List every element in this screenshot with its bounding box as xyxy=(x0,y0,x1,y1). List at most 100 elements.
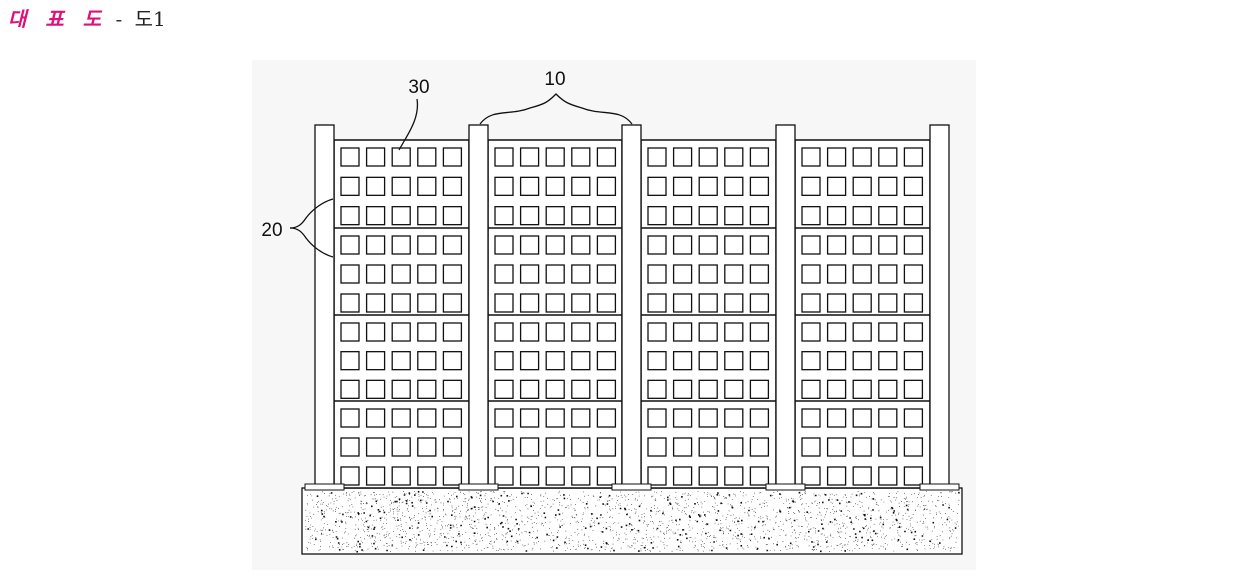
foundation-slab xyxy=(302,488,962,554)
block-opening xyxy=(572,265,590,283)
block-opening xyxy=(879,265,897,283)
block-opening xyxy=(597,380,615,398)
block-opening xyxy=(725,148,743,166)
block-opening xyxy=(802,352,820,370)
block-opening xyxy=(521,323,539,341)
fence-post xyxy=(622,125,641,488)
block-opening xyxy=(418,148,436,166)
block-opening xyxy=(418,265,436,283)
block-opening xyxy=(392,207,410,225)
block-opening xyxy=(392,438,410,456)
block-opening xyxy=(674,294,692,312)
block-opening xyxy=(521,467,539,485)
block-opening xyxy=(699,265,717,283)
block-opening xyxy=(879,380,897,398)
block-opening xyxy=(546,236,564,254)
block-opening xyxy=(418,207,436,225)
block-opening xyxy=(418,438,436,456)
block-opening xyxy=(341,352,359,370)
block-opening xyxy=(750,409,768,427)
block-opening xyxy=(674,323,692,341)
block-opening xyxy=(904,467,922,485)
block-opening xyxy=(546,177,564,195)
block-opening xyxy=(341,265,359,283)
block-opening xyxy=(418,236,436,254)
block-opening xyxy=(674,177,692,195)
block-opening xyxy=(828,380,846,398)
block-opening xyxy=(853,438,871,456)
block-opening xyxy=(648,352,666,370)
block-opening xyxy=(802,409,820,427)
block-opening xyxy=(853,148,871,166)
block-opening xyxy=(648,409,666,427)
block-opening xyxy=(521,207,539,225)
block-opening xyxy=(879,409,897,427)
post-base-plate xyxy=(920,484,959,490)
block-opening xyxy=(802,323,820,341)
block-opening xyxy=(750,323,768,341)
block-opening xyxy=(802,177,820,195)
block-opening xyxy=(495,380,513,398)
block-opening xyxy=(597,352,615,370)
block-opening xyxy=(802,380,820,398)
block-opening xyxy=(521,236,539,254)
post-base-plate xyxy=(459,484,498,490)
block-opening xyxy=(341,207,359,225)
block-opening xyxy=(853,207,871,225)
block-opening xyxy=(725,438,743,456)
block-opening xyxy=(750,177,768,195)
block-opening xyxy=(674,352,692,370)
block-opening xyxy=(904,265,922,283)
block-opening xyxy=(443,352,461,370)
block-opening xyxy=(674,148,692,166)
block-opening xyxy=(904,380,922,398)
block-opening xyxy=(572,409,590,427)
block-opening xyxy=(572,380,590,398)
block-opening xyxy=(879,177,897,195)
block-opening xyxy=(853,294,871,312)
block-opening xyxy=(674,467,692,485)
block-opening xyxy=(418,352,436,370)
block-opening xyxy=(674,380,692,398)
block-opening xyxy=(521,409,539,427)
block-opening xyxy=(904,438,922,456)
post-base-plate xyxy=(612,484,651,490)
block-opening xyxy=(828,323,846,341)
block-opening xyxy=(597,148,615,166)
block-opening xyxy=(546,438,564,456)
block-opening xyxy=(648,380,666,398)
block-opening xyxy=(443,323,461,341)
fence-post xyxy=(469,125,488,488)
block-opening xyxy=(392,236,410,254)
block-opening xyxy=(443,467,461,485)
block-opening xyxy=(521,265,539,283)
block-opening xyxy=(828,265,846,283)
block-opening xyxy=(904,294,922,312)
block-opening xyxy=(750,438,768,456)
ref-numeral-10: 10 xyxy=(544,69,565,90)
block-opening xyxy=(750,294,768,312)
block-opening xyxy=(341,380,359,398)
block-opening xyxy=(521,380,539,398)
block-opening xyxy=(443,236,461,254)
block-opening xyxy=(392,294,410,312)
block-opening xyxy=(495,236,513,254)
block-opening xyxy=(521,294,539,312)
ref-numeral-20: 20 xyxy=(261,220,282,241)
block-opening xyxy=(341,409,359,427)
block-opening xyxy=(725,467,743,485)
block-opening xyxy=(367,207,385,225)
block-opening xyxy=(572,438,590,456)
block-opening xyxy=(699,207,717,225)
block-opening xyxy=(648,438,666,456)
block-opening xyxy=(495,352,513,370)
block-opening xyxy=(828,467,846,485)
block-opening xyxy=(879,352,897,370)
block-opening xyxy=(750,352,768,370)
block-opening xyxy=(572,177,590,195)
block-opening xyxy=(495,438,513,456)
block-opening xyxy=(674,265,692,283)
block-opening xyxy=(572,467,590,485)
block-opening xyxy=(674,207,692,225)
block-opening xyxy=(802,467,820,485)
